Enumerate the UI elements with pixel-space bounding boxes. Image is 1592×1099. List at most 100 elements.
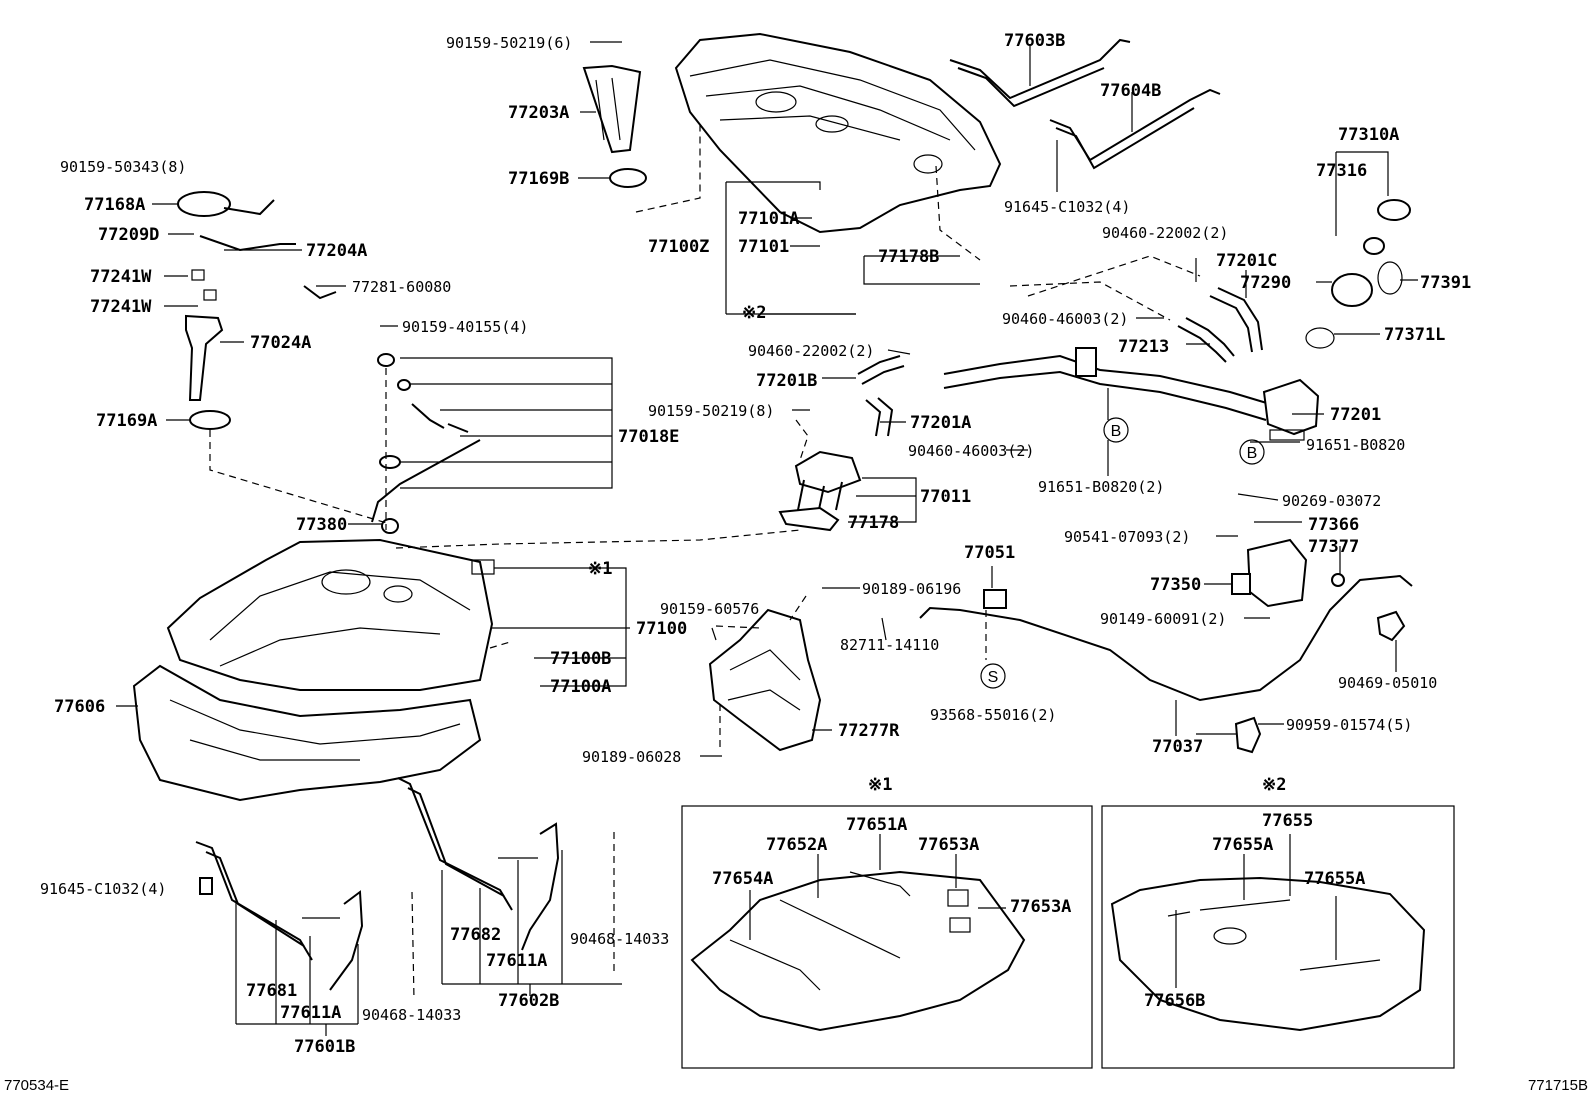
part-label: 77178B (878, 247, 939, 267)
fill-hoses (857, 287, 1263, 437)
part-label: 77377 (1308, 537, 1359, 557)
callout-b-1: B (1111, 423, 1122, 440)
part-label: 90189-06196 (862, 580, 961, 598)
part-label: 77213 (1118, 337, 1169, 357)
part-label: 93568-55016(2) (930, 706, 1056, 724)
part-label: 90959-01574(5) (1286, 716, 1412, 734)
part-label: 91651-B0820 (1306, 436, 1405, 454)
circle-callouts: B B S (980, 417, 1265, 689)
part-label: 90159-60576 (660, 600, 759, 618)
part-label: 77316 (1316, 161, 1367, 181)
callout-s: S (988, 669, 999, 686)
part-label: ※1 (588, 559, 612, 579)
part-label: 91645-C1032(4) (1004, 198, 1130, 216)
part-label: 77100Z (648, 237, 709, 257)
lower-fuel-tank (166, 538, 495, 691)
tank-straps-upper (949, 38, 1221, 192)
part-label: 90460-46003(2) (908, 442, 1034, 460)
part-label: 77277R (838, 721, 900, 741)
part-label: 77024A (250, 333, 311, 353)
part-label: 91645-C1032(4) (40, 880, 166, 898)
part-label: 77350 (1150, 575, 1201, 595)
part-label: 90460-46003(2) (1002, 310, 1128, 328)
part-label: 90159-50343(8) (60, 158, 186, 176)
part-label: 77651A (846, 815, 907, 835)
filler-neck-sub-assembly (778, 450, 862, 532)
part-label: 77611A (280, 1003, 341, 1023)
vent-breather-hoses (371, 353, 481, 534)
part-label: 77168A (84, 195, 145, 215)
part-label: 77169B (508, 169, 569, 189)
tank-straps-lower (195, 777, 560, 991)
part-label: 82711-14110 (840, 636, 939, 654)
part-label: 77391 (1420, 273, 1471, 293)
fuel-lid-parts (1231, 199, 1411, 608)
part-label: 77653A (1010, 897, 1071, 917)
part-label: 77604B (1100, 81, 1161, 101)
part-label: 77603B (1004, 31, 1065, 51)
part-label: 77100 (636, 619, 687, 639)
leader-lines (116, 41, 1418, 1036)
part-label: 77169A (96, 411, 157, 431)
part-label: 77652A (766, 835, 827, 855)
part-label: 77037 (1152, 737, 1203, 757)
part-label: 77681 (246, 981, 297, 1001)
upper-fuel-tank (674, 32, 1002, 234)
part-label: 77241W (90, 297, 152, 317)
part-label: 90159-50219(8) (648, 402, 774, 420)
part-label: 77606 (54, 697, 105, 717)
part-label: 90159-40155(4) (402, 318, 528, 336)
part-label: 77310A (1338, 125, 1399, 145)
part-label: 90460-22002(2) (1102, 224, 1228, 242)
part-label: 77241W (90, 267, 152, 287)
part-label: 90159-50219(6) (446, 34, 572, 52)
sender-gauge-parts (177, 64, 647, 430)
part-label: 77380 (296, 515, 347, 535)
part-label: 77018E (618, 427, 679, 447)
part-label: 77602B (498, 991, 559, 1011)
part-label: 77178 (848, 513, 899, 533)
callout-b-2: B (1247, 445, 1258, 462)
part-label: 77203A (508, 103, 569, 123)
part-label: ※1 (868, 775, 892, 795)
tank-protector (132, 664, 482, 802)
part-label: 77654A (712, 869, 773, 889)
inset-box-2 (1101, 805, 1455, 1069)
drawing-code-left: 770534-E (4, 1077, 69, 1094)
part-label: 90149-60091(2) (1100, 610, 1226, 628)
part-label: 90460-22002(2) (748, 342, 874, 360)
lid-opener-cable (919, 574, 1413, 754)
part-label: 90189-06028 (582, 748, 681, 766)
part-label: 77655 (1262, 811, 1313, 831)
part-label: 90541-07093(2) (1064, 528, 1190, 546)
part-label: 77281-60080 (352, 278, 451, 296)
part-label: 77101A (738, 209, 799, 229)
part-label: 77655A (1212, 835, 1273, 855)
part-label: 77011 (920, 487, 971, 507)
part-label: 77371L (1384, 325, 1445, 345)
part-label: 77656B (1144, 991, 1205, 1011)
heat-insulator (708, 608, 822, 752)
part-label: 91651-B0820(2) (1038, 478, 1164, 496)
part-label: ※2 (1262, 775, 1286, 795)
part-label: 77653A (918, 835, 979, 855)
part-label: 77100B (550, 649, 611, 669)
part-label: 77201B (756, 371, 817, 391)
part-label: 77655A (1304, 869, 1365, 889)
part-label: 90469-05010 (1338, 674, 1437, 692)
part-label: 77051 (964, 543, 1015, 563)
part-label: 77201 (1330, 405, 1381, 425)
drawing-code-right: 771715B (1528, 1077, 1588, 1094)
part-label: 77366 (1308, 515, 1359, 535)
part-label: 77101 (738, 237, 789, 257)
part-label: ※2 (742, 303, 766, 323)
part-label: 90269-03072 (1282, 492, 1381, 510)
part-label: 77290 (1240, 273, 1291, 293)
part-label: 77201A (910, 413, 971, 433)
part-label: 77682 (450, 925, 501, 945)
part-labels: 90159-50219(6) 77203A 77169B 90159-50343… (4, 31, 1588, 1094)
part-label: 77611A (486, 951, 547, 971)
part-label: 77601B (294, 1037, 355, 1057)
filler-pipe-assembly (943, 347, 1320, 441)
